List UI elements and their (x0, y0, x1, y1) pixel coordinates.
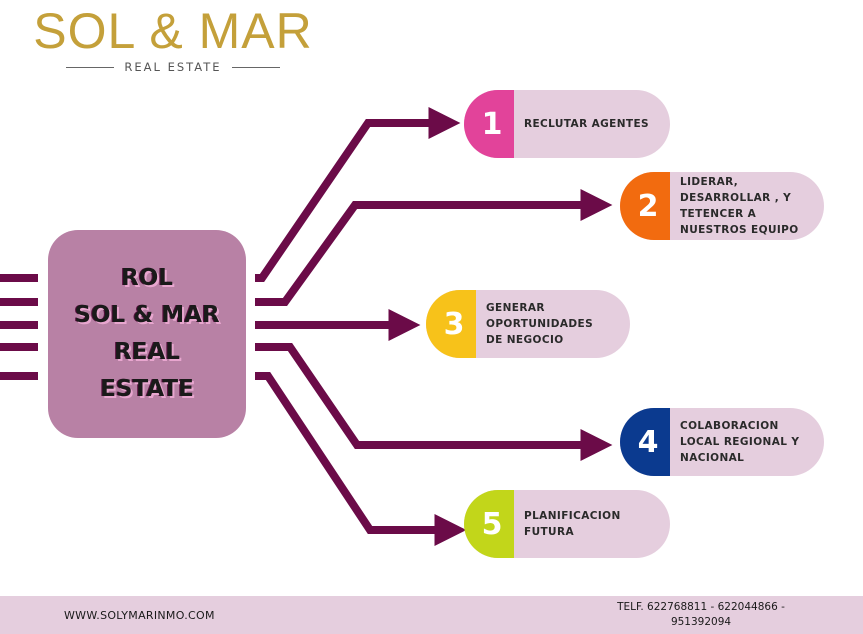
logo-subtitle-text: REAL ESTATE (124, 60, 222, 74)
center-line: ROL (121, 265, 173, 291)
step-label: PLANIFICACION FUTURA (524, 510, 621, 538)
arrow-4 (255, 343, 613, 461)
step-1-reclutar-agentes: 1 RECLUTAR AGENTES (464, 90, 670, 158)
footer-phone: TELF. 622768811 - 622044866 - 951392094 (617, 601, 785, 628)
logo-subtitle: REAL ESTATE (28, 60, 318, 74)
center-role-box: ROL SOL & MAR REAL ESTATE (48, 230, 246, 438)
step-3-generar-oportunidades: 3 GENERAR OPORTUNIDADES DE NEGOCIO (426, 290, 630, 358)
arrow-2 (255, 189, 613, 306)
footer-website: WWW.SOLYMARINMO.COM (64, 609, 215, 622)
step-label: GENERAR OPORTUNIDADES DE NEGOCIO (486, 302, 594, 346)
step-label: LIDERAR, DESARROLLAR , Y TETENCER A NUES… (680, 176, 799, 236)
logo-rule-left (66, 66, 115, 68)
step-label: RECLUTAR AGENTES (524, 118, 650, 130)
logo-rule-right (231, 66, 280, 68)
step-2-liderar: 2 LIDERAR, DESARROLLAR , Y TETENCER A NU… (620, 172, 824, 240)
step-number-badge: 1 (464, 90, 514, 158)
footer-bar: WWW.SOLYMARINMO.COM TELF. 622768811 - 62… (0, 596, 863, 634)
step-number-badge: 3 (426, 290, 476, 358)
center-line: REAL (114, 339, 180, 365)
step-5-planificacion-futura: 5 PLANIFICACION FUTURA (464, 490, 670, 558)
arrow-1 (255, 107, 461, 282)
step-4-colaboracion: 4 COLABORACION LOCAL REGIONAL Y NACIONAL (620, 408, 824, 476)
step-number-badge: 4 (620, 408, 670, 476)
center-line: ESTATE (100, 376, 194, 402)
step-label: COLABORACION LOCAL REGIONAL Y NACIONAL (680, 420, 800, 464)
center-line: SOL & MAR (74, 302, 220, 328)
step-number-badge: 5 (464, 490, 514, 558)
logo-title: SOL & MAR (33, 3, 313, 59)
logo: SOL & MAR REAL ESTATE (28, 4, 318, 74)
arrow-5 (255, 372, 467, 546)
step-number-badge: 2 (620, 172, 670, 240)
